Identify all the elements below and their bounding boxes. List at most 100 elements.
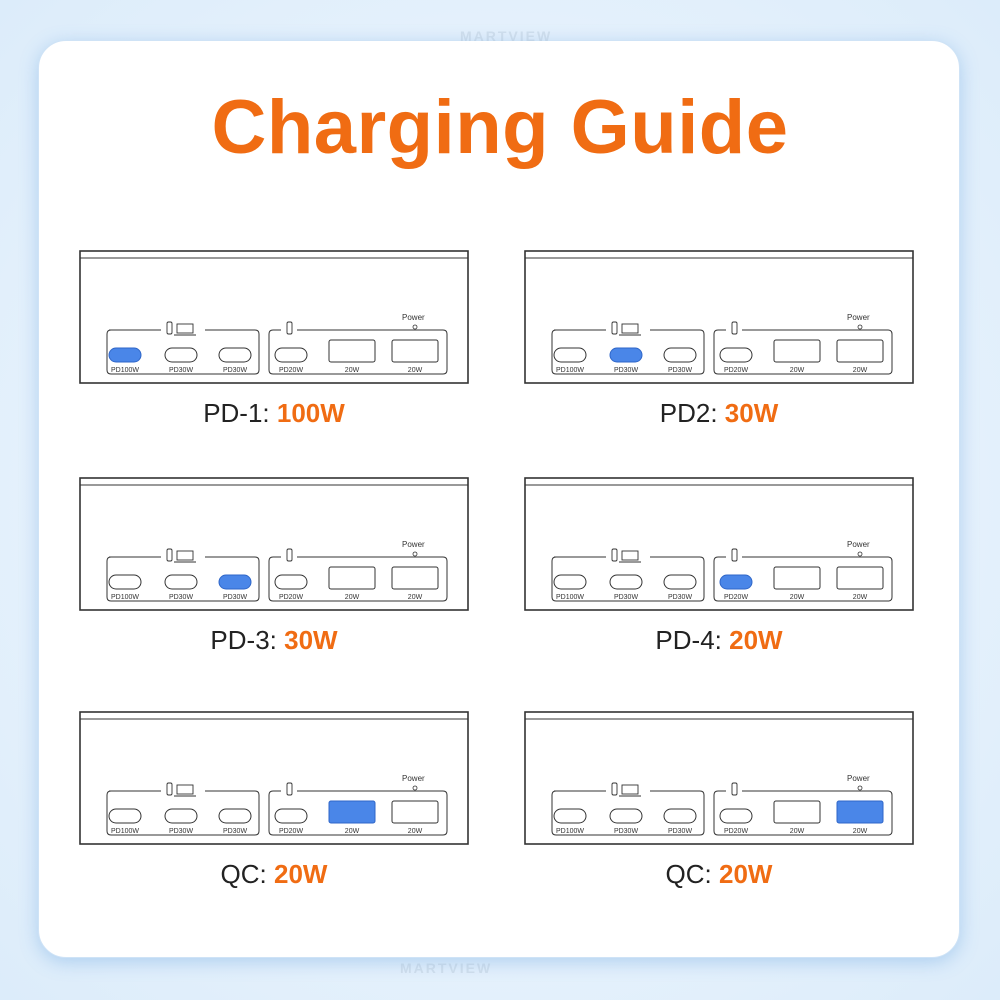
port-caption: PD-3: 30W [79, 625, 469, 656]
port-group-right [268, 790, 448, 836]
caption-label: PD-1: [203, 398, 277, 428]
usb-a-port [391, 800, 439, 824]
usb-a-port [391, 339, 439, 363]
usb-c-port [274, 574, 308, 590]
port-label: 20W [344, 828, 360, 835]
usb-a-port [836, 566, 884, 590]
caption-value: 20W [273, 859, 328, 889]
caption-label: QC: [220, 859, 274, 889]
usb-c-port [108, 574, 142, 590]
phone-icon [731, 321, 738, 335]
port-label: PD30W [222, 367, 248, 374]
usb-c-port [553, 808, 587, 824]
laptop-icon [176, 784, 194, 795]
power-led [412, 785, 418, 791]
caption-label: PD-3: [210, 625, 285, 655]
phone-icon [611, 321, 618, 335]
phone-icon [286, 548, 293, 562]
port-label: PD30W [222, 828, 248, 835]
power-led [412, 551, 418, 557]
port-label: 20W [789, 367, 805, 374]
watermark: MARTVIEW [400, 960, 493, 976]
port-label: PD30W [222, 594, 248, 601]
usb-a-port [328, 339, 376, 363]
port-group-left [551, 329, 705, 375]
port-group-right [713, 329, 893, 375]
port-label: PD30W [667, 594, 693, 601]
phone-icon [166, 548, 173, 562]
port-label: 20W [407, 594, 423, 601]
page-title: Charging Guide [211, 85, 789, 170]
port-label: PD100W [110, 594, 139, 601]
port-group-right [268, 329, 448, 375]
port-label: PD100W [110, 367, 139, 374]
usb-c-port [609, 574, 643, 590]
usb-a-port [328, 800, 376, 824]
phone-icon [731, 548, 738, 562]
port-label: 20W [344, 594, 360, 601]
laptop-icon [621, 550, 639, 561]
usb-c-port [108, 347, 142, 363]
power-label: Power [847, 313, 870, 322]
caption-value: 20W [729, 625, 783, 655]
usb-c-port [164, 574, 198, 590]
usb-c-port [553, 347, 587, 363]
phone-icon [166, 782, 173, 796]
port-label: PD30W [168, 594, 194, 601]
port-label: 20W [407, 828, 423, 835]
phone-icon [166, 321, 173, 335]
usb-c-port [108, 808, 142, 824]
power-label: Power [847, 774, 870, 783]
port-label: 20W [789, 828, 805, 835]
laptop-icon [621, 323, 639, 334]
usb-c-port [553, 574, 587, 590]
port-group-left [551, 556, 705, 602]
power-label: Power [402, 313, 425, 322]
port-group-right [713, 790, 893, 836]
port-group-right [713, 556, 893, 602]
charger-outline [79, 711, 469, 845]
port-label: PD20W [723, 594, 749, 601]
usb-a-port [391, 566, 439, 590]
port-label: 20W [852, 367, 868, 374]
power-label: Power [402, 540, 425, 549]
port-label: PD30W [168, 828, 194, 835]
port-group-right [268, 556, 448, 602]
port-label: PD30W [667, 367, 693, 374]
usb-a-port [773, 566, 821, 590]
port-label: PD30W [613, 828, 639, 835]
caption-value: 30W [724, 398, 779, 428]
port-label: 20W [789, 594, 805, 601]
charger-outline [524, 711, 914, 845]
port-label: PD30W [667, 828, 693, 835]
usb-c-port [609, 808, 643, 824]
usb-a-port [773, 800, 821, 824]
port-label: PD20W [723, 367, 749, 374]
power-led [857, 324, 863, 330]
usb-c-port [609, 347, 643, 363]
charger-outline [524, 250, 914, 384]
caption-label: PD-4: [655, 625, 730, 655]
port-group-left [551, 790, 705, 836]
usb-c-port [164, 808, 198, 824]
usb-c-port [218, 347, 252, 363]
phone-icon [286, 782, 293, 796]
power-led [857, 785, 863, 791]
port-label: PD30W [168, 367, 194, 374]
phone-icon [286, 321, 293, 335]
usb-c-port [164, 347, 198, 363]
caption-label: PD2: [659, 398, 725, 428]
port-label: PD20W [278, 828, 304, 835]
usb-c-port [719, 808, 753, 824]
phone-icon [731, 782, 738, 796]
port-label: 20W [852, 828, 868, 835]
